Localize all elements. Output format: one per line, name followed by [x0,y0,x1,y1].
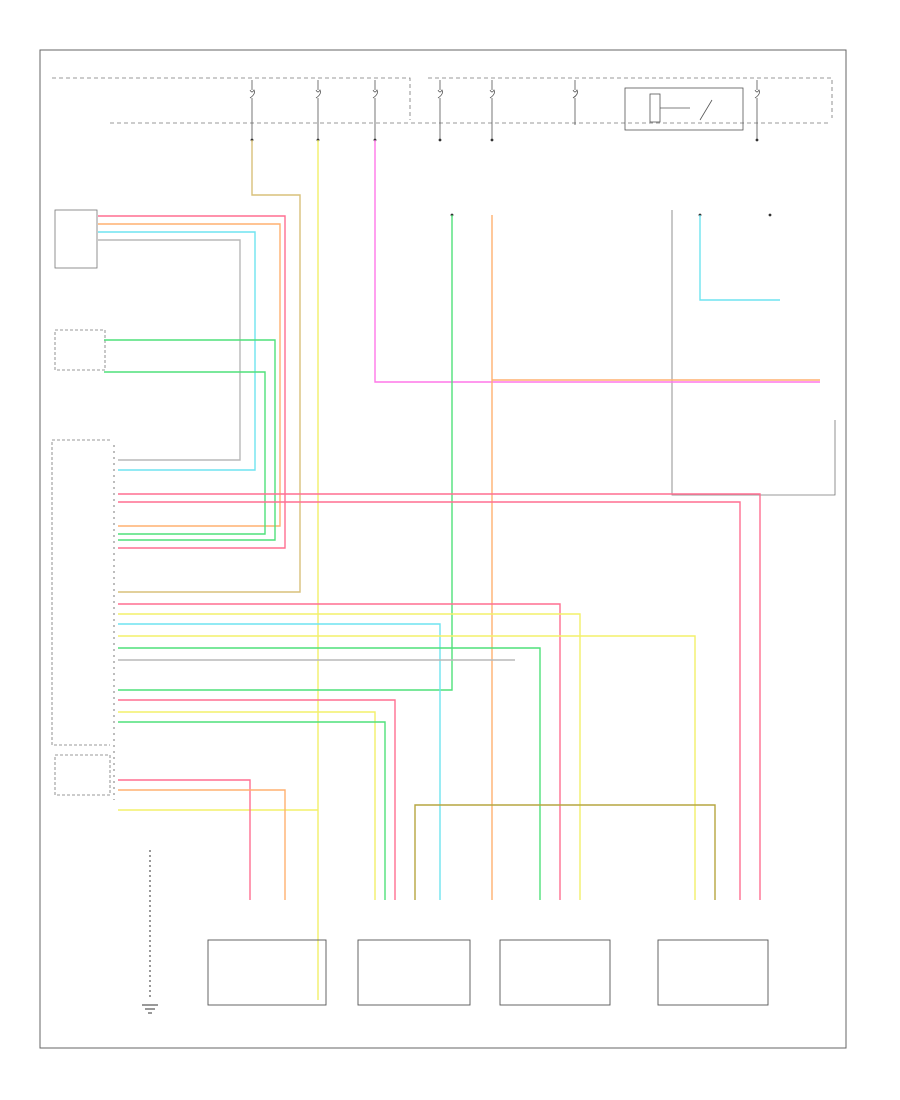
wire-gray-1 [98,239,241,461]
fuse-2 [315,80,321,140]
actuators [207,939,769,1006]
wire-tan-1 [118,140,301,593]
diagram-border [39,49,847,1049]
wire-pink-1 [374,140,820,383]
blend-door-actuator-box [207,939,327,1006]
fuses [249,80,760,140]
wires [98,140,820,1000]
defrost-door-actuator-box [357,939,471,1006]
fuse-1 [249,80,255,140]
hvac-control-box [54,754,111,796]
wire-red-6 [118,779,251,900]
wire-lightblue-2 [98,231,256,471]
wire-red-2 [118,493,761,900]
wire-red-5 [118,699,396,900]
fuse-3 [372,80,378,140]
wire-green-4 [118,647,541,900]
recirc-door-actuator-box [657,939,769,1006]
wire-yellow-2 [118,613,581,900]
wire-lightblue-1 [699,215,780,301]
wire-green-1 [118,215,453,691]
ground-symbol [142,1004,158,1014]
splice-points [250,138,772,217]
fuse-panel [52,77,833,124]
wire-red-1 [98,215,286,549]
hvac-module-box [51,439,110,746]
wire-orange-1 [491,215,820,900]
floor-door-actuator-box [499,939,611,1006]
lcm-box [54,209,98,269]
wire-lightblue-3 [118,623,441,900]
sgm-box [54,329,106,371]
wire-yellow-4 [118,711,376,900]
wire-yellow-3 [118,635,696,900]
wire-orange-3 [118,789,286,900]
wire-green-3 [104,371,266,535]
right-module-box [671,210,836,496]
wire-red-4 [118,603,561,900]
fuse-5 [489,80,495,140]
relay [624,87,744,131]
wire-yellow-1 [118,140,319,1000]
wire-red-3 [118,501,741,900]
wire-olive-1 [414,804,716,900]
fuse-4 [437,80,443,140]
fuse-6 [572,80,578,125]
wire-orange-2 [98,223,281,527]
wire-green-5 [118,721,386,900]
wire-green-2 [104,339,276,541]
fuse-7 [754,80,760,140]
